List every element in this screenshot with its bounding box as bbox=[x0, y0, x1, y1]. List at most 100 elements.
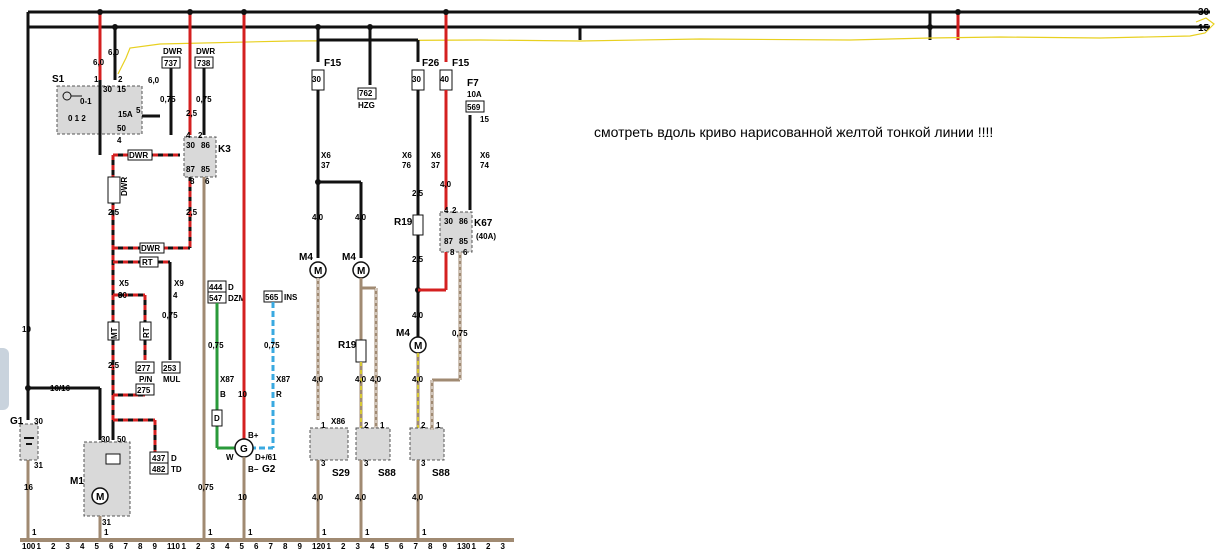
left-main-wire bbox=[25, 12, 102, 540]
k3-pin-6: 6 bbox=[205, 177, 210, 186]
f15-2-rating: 40 bbox=[440, 75, 449, 84]
s1-t2: 2 bbox=[118, 75, 123, 84]
g2-dplus: D+/61 bbox=[255, 453, 277, 462]
strip-number: 2 bbox=[196, 542, 201, 551]
g2-w: W bbox=[226, 453, 234, 462]
code-277: 277 bbox=[137, 364, 151, 373]
m1-t50: 50 bbox=[117, 435, 126, 444]
k67-in-wire: 4,0 bbox=[440, 180, 452, 189]
annotation-note: смотреть вдоль криво нарисованной желтой… bbox=[594, 124, 994, 140]
green-wire-label: 0,75 bbox=[208, 341, 224, 350]
x6-37-pin: 37 bbox=[321, 161, 330, 170]
ins-block bbox=[250, 290, 283, 450]
d-label: D bbox=[214, 414, 220, 423]
f15-branch-1 bbox=[311, 24, 420, 258]
m4-3-symbol: M bbox=[414, 341, 422, 352]
ground-tick-label: 1 bbox=[32, 528, 37, 537]
s1-t4: 4 bbox=[117, 136, 122, 145]
k67-pin-4: 4 bbox=[444, 206, 449, 215]
k67-pin-30: 30 bbox=[444, 217, 453, 226]
m1-t30: 30 bbox=[101, 435, 110, 444]
g1-battery bbox=[19, 423, 39, 461]
mul-label: MUL bbox=[163, 375, 180, 384]
rt-mt-branches bbox=[107, 256, 181, 397]
s29-pin-3: 3 bbox=[321, 459, 326, 468]
mt-wire: 2,5 bbox=[108, 361, 120, 370]
ins-code: 565 bbox=[265, 293, 279, 302]
k67-rating: (40A) bbox=[476, 232, 496, 241]
wire-label-16: 16 bbox=[24, 483, 33, 492]
strip-number: 3 bbox=[356, 542, 361, 551]
m4-motor-1 bbox=[309, 261, 327, 420]
dwr-738-code: 738 bbox=[197, 59, 211, 68]
ins-suffix: INS bbox=[284, 293, 298, 302]
g1-label: G1 bbox=[10, 416, 24, 427]
f15-1-rating: 30 bbox=[312, 75, 321, 84]
strip-number: 5 bbox=[95, 542, 100, 551]
strip-number: 1 bbox=[327, 542, 332, 551]
strip-number: 3 bbox=[501, 542, 506, 551]
strip-number: 7 bbox=[269, 542, 274, 551]
s1-t1: 1 bbox=[94, 75, 99, 84]
strip-number: 6 bbox=[254, 542, 259, 551]
ground-tick-label: 1 bbox=[104, 528, 109, 537]
s1-pos-a: 0-1 bbox=[80, 97, 92, 106]
s1-start-wire bbox=[107, 149, 190, 420]
td-suffix-1: D bbox=[171, 454, 177, 463]
r19-2-label: R19 bbox=[394, 217, 413, 228]
ground-tick-label: 1 bbox=[422, 528, 427, 537]
x9-pin: 4 bbox=[173, 291, 178, 300]
s1-red-wire-label: 6,0 bbox=[93, 58, 105, 67]
s1-pos-b: 0 1 2 bbox=[68, 114, 86, 123]
s88-switch-2 bbox=[409, 378, 460, 540]
window-scroll-tab[interactable] bbox=[0, 348, 9, 410]
x6-76-label: X6 bbox=[402, 151, 412, 160]
blue-wire-label: 0,75 bbox=[264, 341, 280, 350]
strip-number: 1 bbox=[37, 542, 42, 551]
g2-bminus: B− bbox=[248, 465, 259, 474]
k3-pin-87: 87 bbox=[186, 165, 195, 174]
m4-1-label: M4 bbox=[299, 252, 313, 263]
s1-t15: 15 bbox=[117, 85, 126, 94]
f26-name: F26 bbox=[422, 58, 440, 69]
s1-switch bbox=[56, 9, 160, 155]
s29-label: S29 bbox=[332, 468, 350, 479]
s88-2-pin-3: 3 bbox=[421, 459, 426, 468]
s88-2-pin-2: 2 bbox=[421, 421, 426, 430]
k67-pin-6: 6 bbox=[463, 248, 468, 257]
k3-pin-8: 8 bbox=[190, 177, 195, 186]
g2-label: G2 bbox=[262, 464, 276, 475]
k3-pin-30: 30 bbox=[186, 141, 195, 150]
x87-blue-label: X87 bbox=[276, 375, 291, 384]
s29-plug: X86 bbox=[331, 417, 346, 426]
s88-1-label: S88 bbox=[378, 468, 396, 479]
s88-switch-1 bbox=[355, 427, 391, 540]
k3-pin-4: 4 bbox=[186, 131, 191, 140]
dzm-block bbox=[207, 280, 236, 450]
f26-wire-25b: 2,5 bbox=[412, 255, 424, 264]
code-275: 275 bbox=[137, 386, 151, 395]
x9-label: X9 bbox=[174, 279, 184, 288]
f26-wire-25a: 2,5 bbox=[412, 189, 424, 198]
s88-1-top-wire: 4,0 bbox=[370, 375, 382, 384]
strip-number: 9 bbox=[298, 542, 303, 551]
x87-blue-pin: R bbox=[276, 390, 282, 399]
s1-t50: 50 bbox=[117, 124, 126, 133]
rt-tag-2: RT bbox=[142, 327, 151, 338]
pn-label: P/N bbox=[139, 375, 153, 384]
f26-rating: 30 bbox=[412, 75, 421, 84]
x87-green-label: X87 bbox=[220, 375, 235, 384]
strip-number: 5 bbox=[385, 542, 390, 551]
dwr-tag-2: DWR bbox=[141, 244, 160, 253]
k3-brown-wire: 0,75 bbox=[198, 483, 214, 492]
wire-label-10: 10 bbox=[22, 325, 31, 334]
dwr-737-wire: 0,75 bbox=[160, 95, 176, 104]
s88-1-pin-2: 2 bbox=[364, 421, 369, 430]
k3-pin-86: 86 bbox=[201, 141, 210, 150]
s88-2-pin-1: 1 bbox=[436, 421, 441, 430]
strip-number: 7 bbox=[124, 542, 129, 551]
x6-37b-label: X6 bbox=[431, 151, 441, 160]
s29-switch bbox=[309, 427, 349, 540]
k67-pin-85: 85 bbox=[459, 237, 468, 246]
bus-taps bbox=[578, 9, 961, 40]
